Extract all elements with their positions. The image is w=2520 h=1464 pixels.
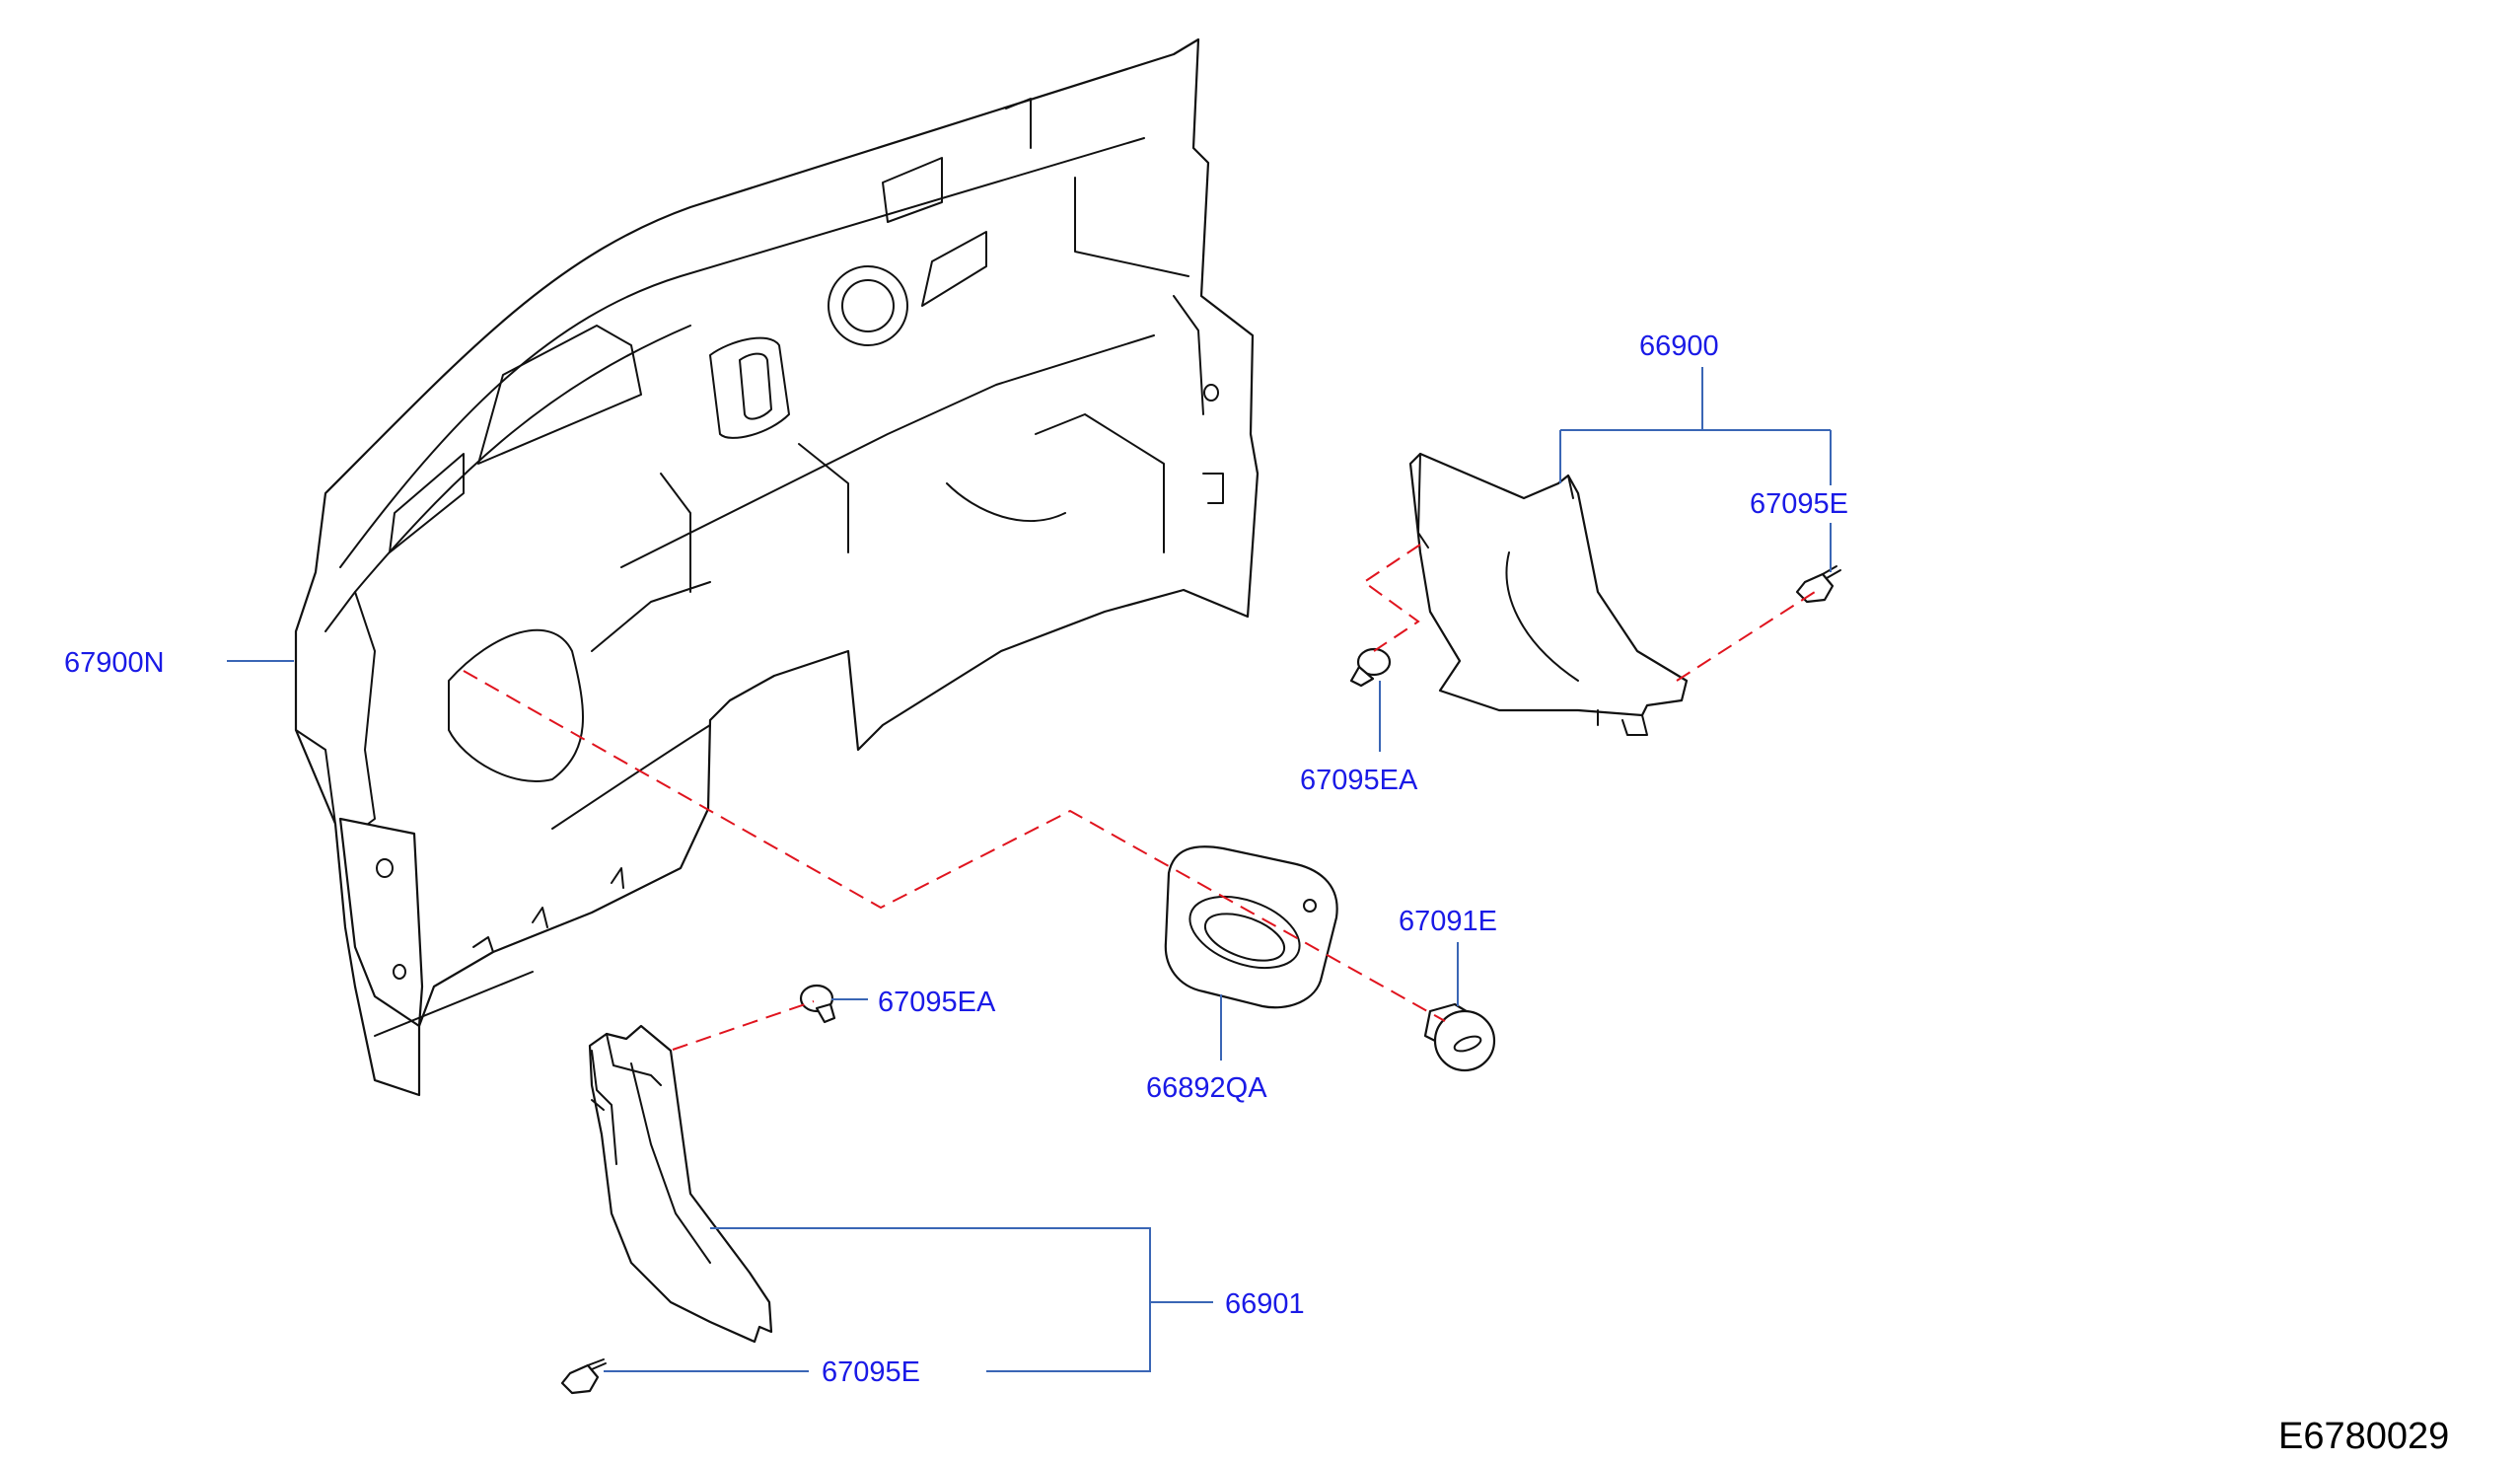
callout-67095E-lower: 67095E [822, 1356, 920, 1388]
callout-67095EA-upper: 67095EA [1300, 765, 1418, 796]
callout-66901: 66901 [1225, 1288, 1305, 1320]
front-cover-66901 [588, 1024, 773, 1344]
clip-67095EA-upper [1349, 647, 1392, 688]
dash-insulator-panel [294, 37, 1260, 1097]
leader-lines [227, 367, 1832, 1372]
callout-67095E-upper: 67095E [1750, 488, 1848, 520]
grommet-66892QA [1164, 845, 1338, 1009]
callout-67091E: 67091E [1399, 906, 1497, 937]
callout-67900N: 67900N [64, 647, 165, 679]
grommet-clip-67091E [1423, 1002, 1496, 1072]
front-cover-66900 [1408, 452, 1689, 736]
figure-code: E6780029 [2278, 1416, 2449, 1457]
clip-67095E-upper [1795, 565, 1841, 604]
callout-66900: 66900 [1639, 330, 1719, 362]
assembly-guide-lines [463, 544, 1816, 1051]
clip-67095E-lower [560, 1358, 607, 1395]
clip-67095EA-lower [799, 984, 836, 1024]
callout-66892QA: 66892QA [1146, 1072, 1267, 1104]
callout-67095EA-lower: 67095EA [878, 987, 996, 1018]
